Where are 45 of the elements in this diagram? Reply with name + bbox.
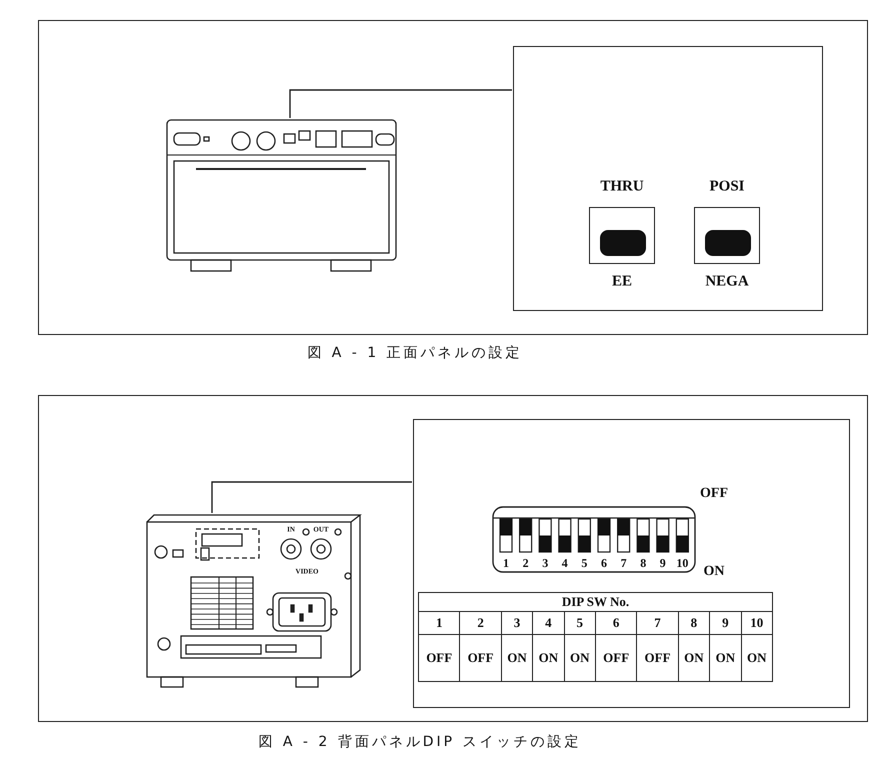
figure-caption: 図 A - 1 正面パネルの設定 bbox=[307, 346, 523, 360]
connector-line bbox=[211, 481, 412, 513]
table-cell: DIP SW No. bbox=[418, 592, 772, 612]
panel-frame bbox=[38, 20, 868, 335]
switch-label: THRU bbox=[600, 180, 644, 194]
table-cell: OFF bbox=[418, 634, 460, 682]
switch-number: 3 bbox=[542, 557, 548, 569]
switch-number: 4 bbox=[562, 557, 568, 569]
switch-number: 7 bbox=[620, 557, 627, 569]
switch-label: NEGA bbox=[705, 274, 749, 290]
switch-number: 6 bbox=[601, 557, 607, 569]
position-label: ON bbox=[704, 565, 724, 579]
switch-number: 1 bbox=[503, 557, 509, 569]
table-cell: ON bbox=[678, 634, 710, 682]
table-cell: 4 bbox=[532, 612, 564, 634]
table-cell: 9 bbox=[710, 612, 742, 634]
connector-line bbox=[289, 89, 512, 118]
table-cell: 3 bbox=[501, 612, 533, 634]
table-cell: 10 bbox=[741, 612, 772, 634]
table-cell: 6 bbox=[595, 612, 637, 634]
table-cell: ON bbox=[501, 634, 533, 682]
table-cell: 8 bbox=[678, 612, 710, 634]
table-cell: OFF bbox=[460, 634, 502, 682]
table-cell: ON bbox=[710, 634, 742, 682]
table-cell: ON bbox=[564, 634, 596, 682]
switch-number: 9 bbox=[660, 557, 666, 569]
table-cell: ON bbox=[532, 634, 564, 682]
switch-label: EE bbox=[612, 274, 632, 290]
position-label: OFF bbox=[700, 487, 728, 501]
panel-frame bbox=[38, 395, 868, 722]
switch-number: 10 bbox=[676, 557, 688, 569]
table-cell: ON bbox=[741, 634, 772, 682]
switch-number: 5 bbox=[581, 557, 588, 569]
switch-number: 2 bbox=[522, 557, 529, 569]
table-cell: OFF bbox=[595, 634, 637, 682]
detail-frame bbox=[513, 46, 823, 311]
figure-caption: 図 A - 2 背面パネルDIP スイッチの設定 bbox=[258, 735, 582, 749]
table-cell: OFF bbox=[636, 634, 678, 682]
table-cell: 1 bbox=[418, 612, 460, 634]
switch-label: POSI bbox=[710, 180, 744, 194]
table-cell: 2 bbox=[460, 612, 502, 634]
table-cell: 5 bbox=[564, 612, 596, 634]
table-cell: 7 bbox=[636, 612, 678, 634]
switch-number: 8 bbox=[640, 557, 646, 569]
detail-frame bbox=[413, 419, 850, 708]
